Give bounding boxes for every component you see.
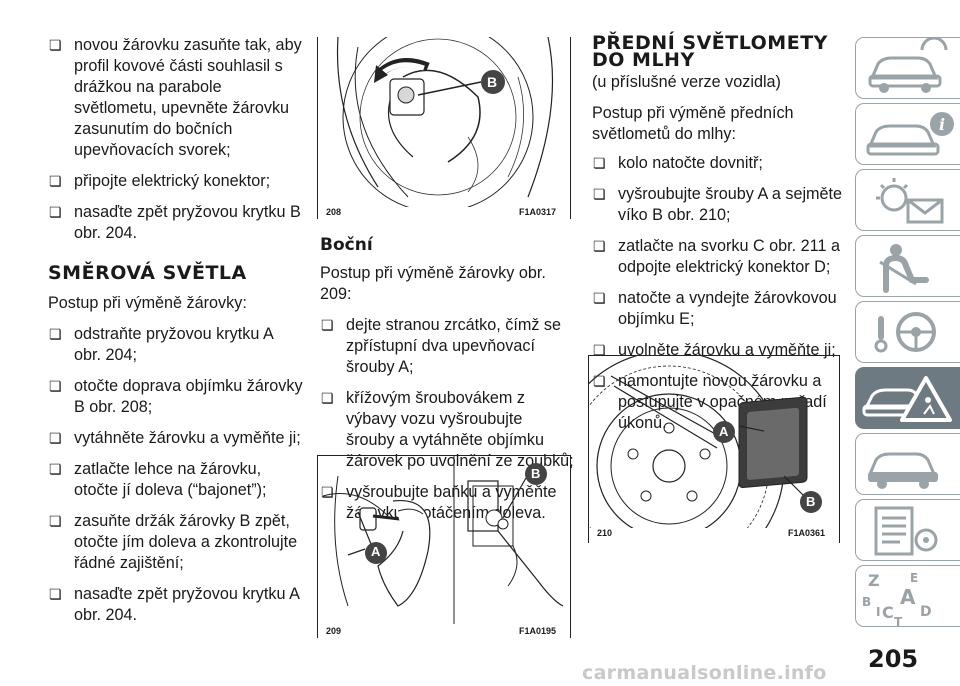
section-heading-fog-lights: PŘEDNÍ SVĚTLOMETY DO MLHY <box>592 32 828 71</box>
tab-lights-messages[interactable] <box>855 169 960 231</box>
index-letter: D <box>920 604 932 620</box>
tab-starting-driving[interactable] <box>855 301 960 363</box>
list-item: vyšroubujte šrouby A a sejměte víko B ob… <box>592 184 844 226</box>
section-heading-turn-signals: SMĚROVÁ SVĚTLA <box>48 262 247 284</box>
lights-message-icon <box>876 178 944 224</box>
tab-car-info[interactable]: i <box>855 103 960 165</box>
figure-208-number: 208 <box>326 207 342 217</box>
section-intro: Postup při výměně žárovky: <box>48 294 247 312</box>
tab-technical-data[interactable] <box>855 499 960 561</box>
list-item: dejte stranou zrcátko, čímž se zpřístupn… <box>320 315 575 378</box>
list-item: natočte a vyndejte žárovkovou objímku E; <box>592 288 844 330</box>
column-1: novou žárovku zasuňte tak, aby profil ko… <box>48 35 303 636</box>
list-item: zatlačte lehce na žárovku, otočte jí dol… <box>48 459 303 501</box>
list-item: vytáhněte žárovku a vyměňte ji; <box>48 428 303 449</box>
list-item: odstraňte pryžovou krytku A obr. 204; <box>48 324 303 366</box>
car-maintenance-icon <box>867 452 938 489</box>
figure-210: A B 210 F1A0361 <box>553 350 840 582</box>
version-note: (u příslušné verze vozidla) <box>592 73 781 91</box>
page-number: 205 <box>868 645 919 673</box>
alphabetical-index-icon: Z E B A I C T D <box>862 571 932 628</box>
index-letter: E <box>910 571 918 585</box>
figure-209-label-b: B <box>531 466 541 481</box>
figure-208-illustration <box>318 21 570 213</box>
figure-210-illustration <box>553 350 822 582</box>
tab-emergency[interactable] <box>855 367 960 429</box>
list-item: kolo natočte dovnitř; <box>592 153 844 174</box>
steering-key-icon <box>874 312 936 353</box>
bullet-connect-connector: připojte elektrický konektor; <box>48 171 303 192</box>
index-letter: A <box>900 585 916 609</box>
figure-209-number: 209 <box>326 626 342 636</box>
figure-208: B 208 F1A0317 <box>317 21 571 219</box>
list-item: otočte doprava objímku žárovky B obr. 20… <box>48 376 303 418</box>
tab-car-dashboard[interactable] <box>855 37 960 99</box>
figure-209-code: F1A0195 <box>519 626 557 636</box>
section-subheading-side: Boční <box>320 235 373 255</box>
figure-209: A B 209 F1A0195 <box>317 455 571 638</box>
column-3: PŘEDNÍ SVĚTLOMETY DO MLHY (u příslušné v… <box>592 32 844 444</box>
emergency-warning-triangle-icon <box>862 376 952 422</box>
figure-209-label-a: A <box>371 544 381 559</box>
figure-208-code: F1A0317 <box>519 207 557 217</box>
list-item: nasaďte zpět pryžovou krytku A obr. 204. <box>48 584 303 626</box>
car-info-icon: i <box>866 112 954 156</box>
figure-208-label-b: B <box>487 74 498 90</box>
car-dashboard-icon <box>868 38 948 93</box>
figure-209-illustration <box>322 456 564 624</box>
tab-safety[interactable] <box>855 235 960 297</box>
bullet-insert-bulb: novou žárovku zasuňte tak, aby profil ko… <box>48 35 303 161</box>
bullet-refit-cap-b: nasaďte zpět pryžovou krytku B obr. 204. <box>48 202 303 244</box>
list-item: zasuňte držák žárovky B zpět, otočte jím… <box>48 511 303 574</box>
svg-text:i: i <box>939 115 945 134</box>
index-letter: B <box>862 595 871 609</box>
tab-maintenance[interactable] <box>855 433 960 495</box>
figure-210-label-b: B <box>806 494 816 509</box>
tab-index[interactable]: Z E B A I C T D <box>855 565 960 628</box>
column-2: Boční Postup při výměně žárovky obr. 209… <box>320 235 575 534</box>
index-letter: C <box>882 603 894 622</box>
figure-210-number: 210 <box>597 528 613 538</box>
technical-data-icon <box>874 506 938 556</box>
seat-airbag-icon <box>879 244 929 293</box>
index-letter: I <box>876 605 880 619</box>
section-intro: Postup při výměně žárovky obr. 209: <box>320 264 546 303</box>
section-intro: Postup při výměně předních světlometů do… <box>592 104 794 143</box>
watermark: carmanualsonline.info <box>582 662 827 684</box>
list-item: křížovým šroubovákem z výbavy vozu vyšro… <box>320 388 575 472</box>
index-letter: T <box>894 615 903 628</box>
list-item: zatlačte na svorku C obr. 211 a odpojte … <box>592 236 844 278</box>
chapter-tabs: i <box>855 37 960 631</box>
figure-210-label-a: A <box>719 424 729 439</box>
figure-210-code: F1A0361 <box>788 528 826 538</box>
index-letter: Z <box>868 571 880 590</box>
